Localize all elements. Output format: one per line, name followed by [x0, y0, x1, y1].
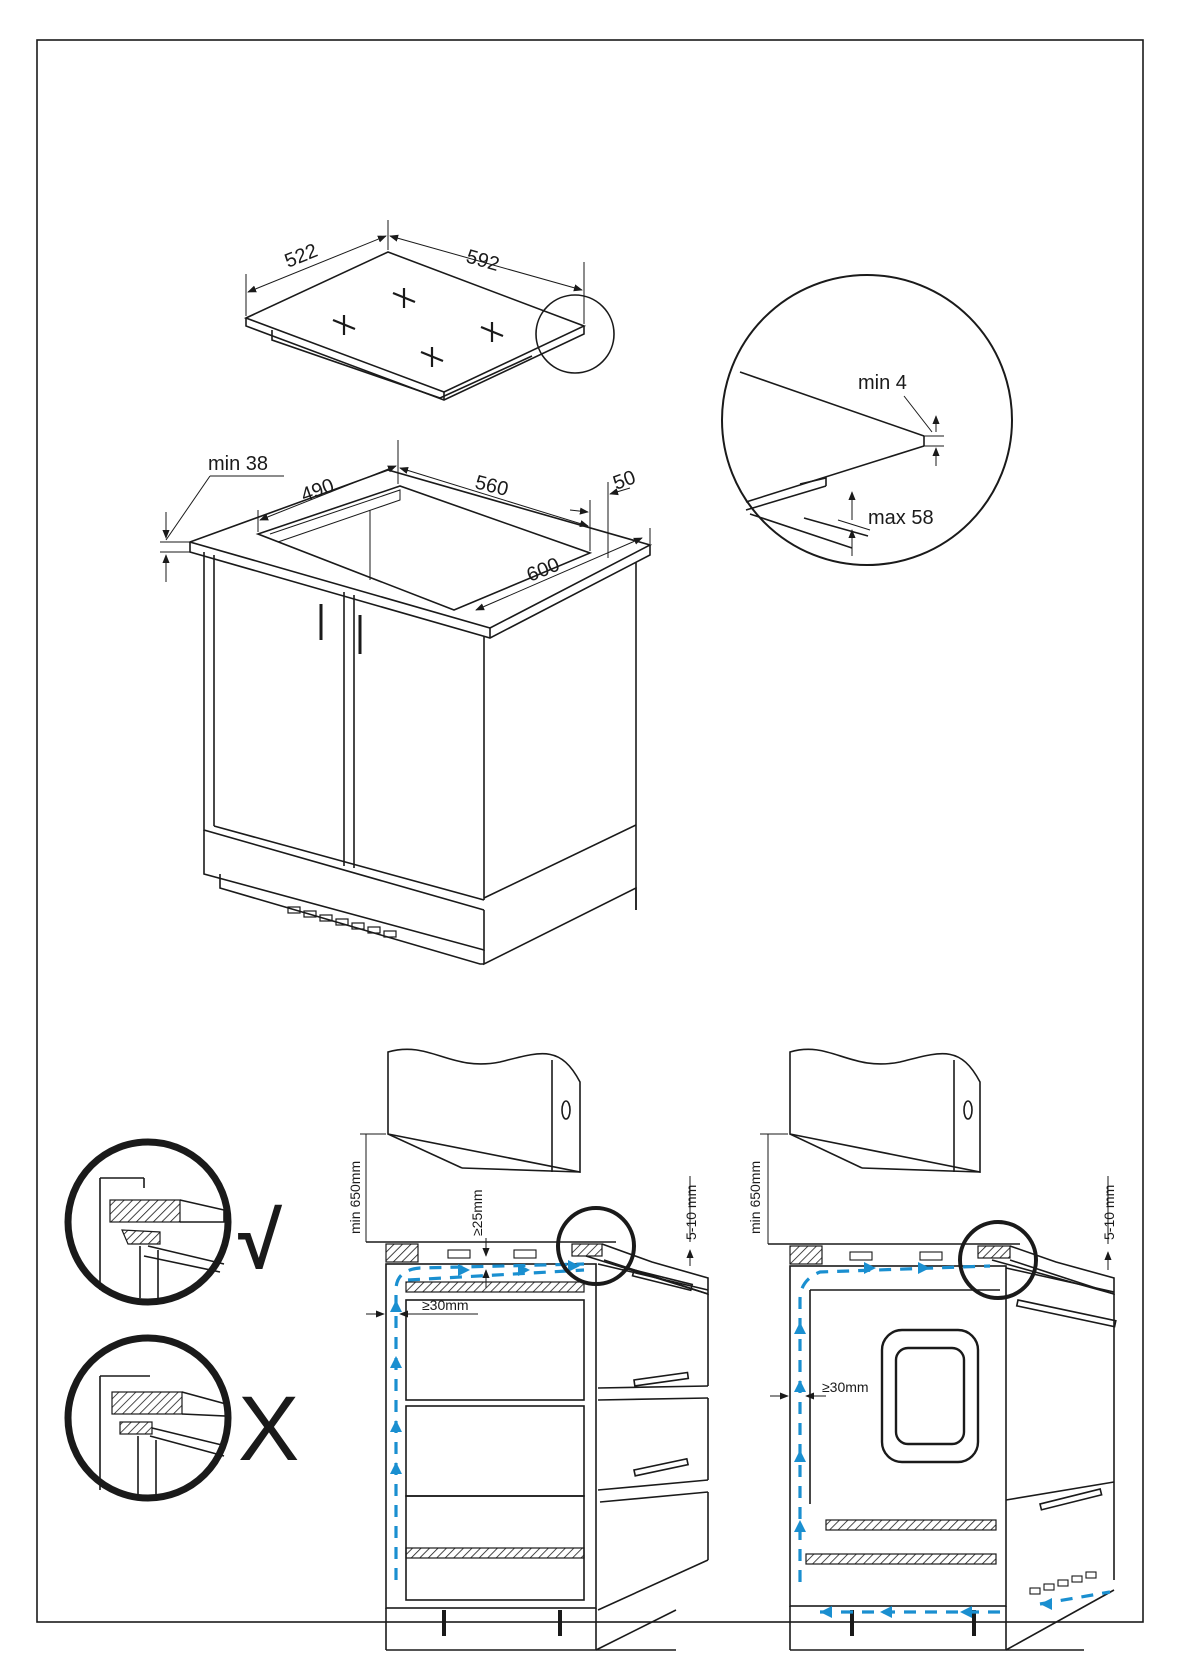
- drawer-front-1: [597, 1385, 709, 1389]
- ventilation-oven: min 650mm: [747, 1048, 1117, 1651]
- plinth-front: [203, 830, 485, 952]
- label-front-gap-drawers: 5-10 mm: [683, 1185, 699, 1240]
- label-gap-top-drawers: ≥25mm: [469, 1189, 485, 1236]
- oven-plinth-vent: [1029, 1571, 1097, 1595]
- ventilation-drawers: min 650mm: [347, 1048, 709, 1651]
- detail-callout-circle: [535, 294, 615, 374]
- wrong-installation: X: [64, 1334, 299, 1502]
- label-max-58: max 58: [868, 507, 934, 529]
- wall-cabinet: [387, 1048, 581, 1173]
- detail-circle-oven: [958, 1220, 1038, 1300]
- dim-hob-depth: 522: [282, 240, 321, 273]
- label-gap-side-oven: ≥30mm: [822, 1379, 869, 1395]
- detail-circle-drawers: [556, 1206, 636, 1286]
- hob-body: [271, 330, 533, 399]
- oven-handle: [1015, 1299, 1117, 1328]
- airflow-path-oven: [798, 1264, 991, 1582]
- detail-circle: [721, 274, 1013, 566]
- label-gap-side-drawers: ≥30mm: [422, 1297, 469, 1313]
- drawer-cabinet: [385, 1263, 597, 1609]
- airflow-path-drawers: [394, 1262, 585, 1580]
- oven-window: [880, 1328, 980, 1464]
- correct-circle: [64, 1138, 232, 1306]
- cabinet-drawing: min 38 490 560 50 600: [160, 440, 653, 966]
- airflow-arrows-oven: [794, 1262, 1052, 1618]
- oven-door-bottom: [1005, 1481, 1115, 1501]
- wall-cabinet-oven: [789, 1048, 981, 1173]
- dim-hob-width: 592: [464, 246, 502, 276]
- correct-installation: √: [64, 1138, 283, 1306]
- drawer-front-2: [597, 1479, 709, 1491]
- dim-rear-distance: 50: [610, 466, 638, 494]
- drawer-front-3: [597, 1559, 709, 1611]
- vent-grille: [287, 906, 397, 938]
- label-front-gap-oven: 5-10 mm: [1101, 1185, 1117, 1240]
- label-upper-clearance-drawers: min 650mm: [347, 1161, 363, 1234]
- label-upper-clearance-oven: min 650mm: [747, 1161, 763, 1234]
- cross-mark: X: [238, 1378, 299, 1480]
- label-min-4: min 4: [858, 372, 907, 394]
- page-border: [36, 39, 1144, 1623]
- label-min-38: min 38: [208, 453, 268, 475]
- hob-drawing: 522 592: [243, 220, 615, 401]
- cooking-zone-marks: [332, 288, 504, 367]
- edge-detail: min 4 max 58: [721, 274, 1013, 566]
- hob-top-surface: [243, 251, 587, 393]
- wrong-circle: [64, 1334, 232, 1502]
- dim-line-592: [389, 234, 583, 292]
- airflow-arrows-drawers: [390, 1260, 580, 1474]
- oven-cabinet: [789, 1265, 1007, 1607]
- dim-line-522: [247, 235, 387, 293]
- check-mark: √: [238, 1196, 283, 1285]
